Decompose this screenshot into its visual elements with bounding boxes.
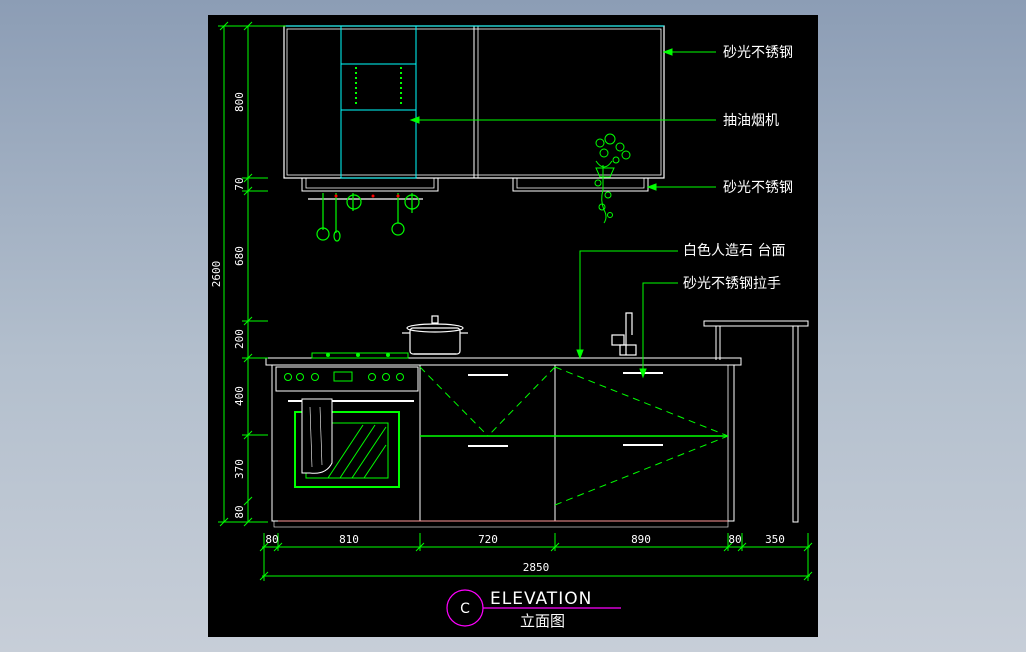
title-chinese: 立面图: [520, 612, 565, 630]
breakfast-bar: [703, 320, 809, 523]
cooktop-icon: [311, 352, 409, 359]
title-mark: C: [460, 601, 470, 617]
label-countertop: 白色人造石 台面: [683, 242, 785, 259]
dim-plinth: 80: [233, 505, 246, 518]
vertical-dimension: [218, 21, 286, 527]
dim-width-5: 80: [728, 533, 741, 546]
dim-width-2: 810: [339, 533, 359, 546]
pot-icon: [402, 315, 468, 355]
upper-cabinet: [283, 25, 665, 179]
plant-icon: [594, 133, 631, 224]
faucet-icon: [611, 312, 637, 356]
hanging-rail: [301, 178, 649, 200]
title-block: C ELEVATION 立面图: [446, 589, 621, 630]
label-range-hood: 抽油烟机: [723, 113, 779, 129]
dim-backsplash: 680: [233, 246, 246, 266]
oven-icon: [275, 366, 419, 488]
dim-width-3: 720: [478, 533, 498, 546]
dim-counter-gap: 200: [233, 329, 246, 349]
label-rail: 砂光不锈钢: [723, 180, 793, 196]
dim-upper-cabinet: 800: [233, 92, 246, 112]
leader-lines: [409, 48, 716, 379]
dim-total-width: 2850: [523, 561, 550, 574]
title-english: ELEVATION: [490, 589, 592, 609]
horizontal-dimension: [259, 533, 813, 581]
range-hood: [340, 25, 417, 179]
dim-rail: 70: [233, 177, 246, 190]
label-handle: 砂光不锈钢拉手: [683, 276, 781, 292]
dim-total-height: 2600: [210, 261, 223, 288]
cad-viewport[interactable]: 砂光不锈钢 抽油烟机 砂光不锈钢 白色人造石 台面 砂光不锈钢拉手 2600 8…: [208, 15, 818, 637]
dim-width-4: 890: [631, 533, 651, 546]
base-cabinet: [265, 357, 742, 528]
dim-width-6: 350: [765, 533, 785, 546]
hanging-utensils-icon: [316, 193, 420, 242]
dim-drawer-lower: 370: [233, 459, 246, 479]
label-upper-cabinet: 砂光不锈钢: [723, 45, 793, 61]
dim-drawer-upper: 400: [233, 386, 246, 406]
dim-width-1: 80: [265, 533, 278, 546]
elevation-drawing: 砂光不锈钢 抽油烟机 砂光不锈钢 白色人造石 台面 砂光不锈钢拉手 2600 8…: [210, 21, 813, 630]
